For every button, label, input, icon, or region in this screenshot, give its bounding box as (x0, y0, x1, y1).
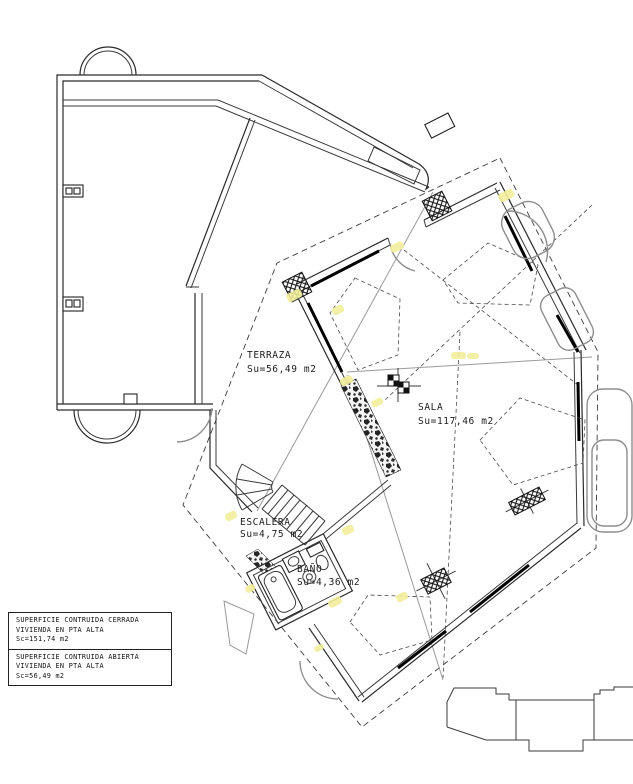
structural-columns (281, 190, 549, 600)
wall-fixture-box (62, 296, 84, 312)
toilet-cistern (305, 541, 325, 558)
sala-walls (245, 181, 587, 703)
legend-entry-closed: SUPERFICIE CONTRUIDA CERRADA VIVIENDA EN… (9, 613, 171, 650)
roof-overhang-dashed-outline (182, 157, 599, 728)
terraza-area: Su=56,49 m2 (247, 364, 317, 375)
lower-roof-outline (223, 600, 255, 655)
dashed-pentagon-symbols (329, 242, 586, 656)
survey-marker (377, 368, 421, 402)
parapet-step (367, 146, 421, 185)
legend-line: SUPERFICIE CONTRUIDA CERRADA (16, 616, 139, 624)
bano-area: Su=4,36 m2 (297, 577, 360, 588)
terraza-walls (56, 46, 430, 513)
bidet (302, 569, 317, 584)
sala-label: SALA (418, 402, 443, 413)
door-swing-arcs (176, 210, 549, 700)
highlight-marks (224, 188, 515, 652)
guide-lines (256, 191, 593, 681)
escalera-area: Su=4,75 m2 (240, 529, 303, 540)
terraza-bottom-arc (73, 409, 141, 444)
wall-fixture-box (62, 184, 84, 198)
legend-line: SUPERFICIE CONTRUIDA ABIERTA (16, 652, 139, 661)
legend-line: VIVIENDA EN PTA ALTA (16, 625, 104, 634)
legend-entry-open: SUPERFICIE CONTRUIDA ABIERTA VIVIENDA EN… (9, 650, 171, 686)
wall-notch (123, 393, 138, 405)
bathtub (257, 565, 303, 621)
room-labels: TERRAZA Su=56,49 m2 SALA Su=117,46 m2 ES… (240, 350, 494, 588)
toilet-bowl (315, 554, 329, 571)
bathroom (245, 533, 354, 631)
legend-box: SUPERFICIE CONTRUIDA CERRADA VIVIENDA EN… (8, 612, 172, 687)
exterior-planters (500, 200, 633, 533)
sala-area: Su=117,46 m2 (418, 416, 494, 427)
legend-line: VIVIENDA EN PTA ALTA (16, 662, 104, 671)
sink (281, 550, 306, 574)
terraza-top-arc (79, 46, 137, 76)
chimney (424, 112, 456, 139)
bano-label: BAÑO (297, 564, 322, 575)
terraza-label: TERRAZA (247, 350, 291, 361)
legend-value: Sc=151,74 m2 (16, 635, 69, 644)
legend-value: Sc=56,49 m2 (16, 671, 65, 680)
escalera-label: ESCALERA (240, 517, 291, 528)
elevation-sketch (446, 686, 633, 752)
